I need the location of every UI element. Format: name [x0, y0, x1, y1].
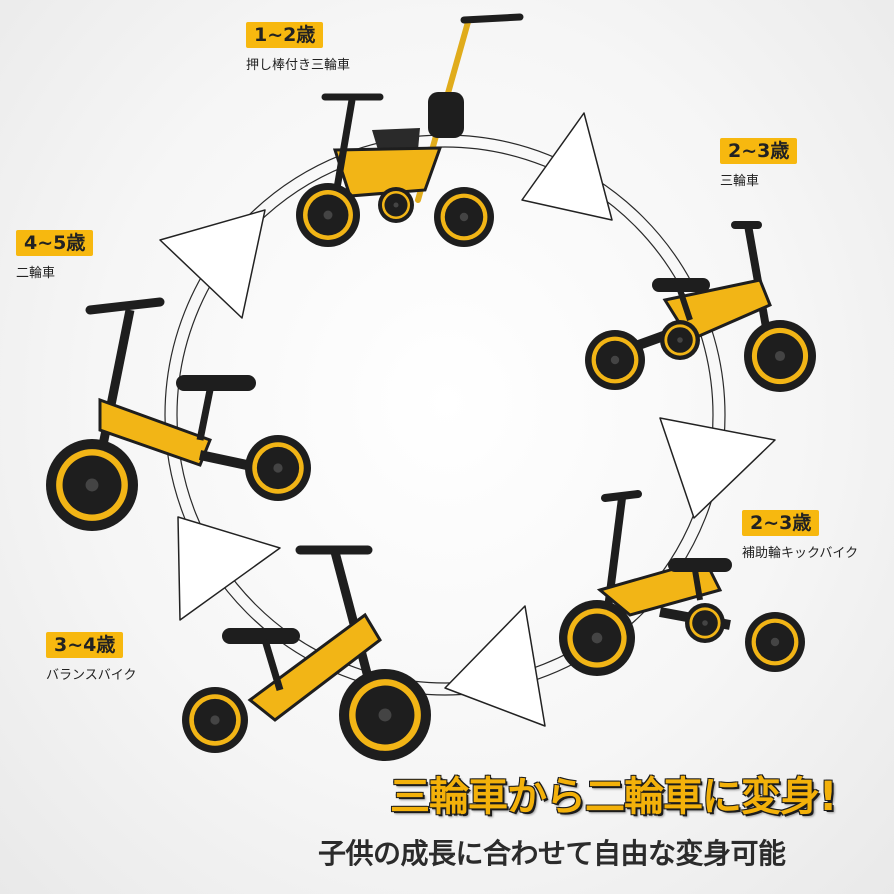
- age-badge: 2~3歳: [720, 138, 798, 164]
- age-badge: 1~2歳: [246, 22, 324, 48]
- age-badge: 3~4歳: [46, 632, 124, 658]
- stage-3-label: 2~3歳 補助輪キックバイク: [742, 510, 858, 561]
- stage-1-label: 1~2歳 押し棒付き三輪車: [246, 22, 350, 73]
- stage-4-label: 3~4歳 バランスバイク: [46, 632, 136, 683]
- tricycle-with-push-bar: [296, 13, 524, 247]
- stage-name: 押し棒付き三輪車: [246, 58, 351, 73]
- arrow-icon: [521, 112, 613, 221]
- arrow-icon: [444, 605, 546, 727]
- age-badge: 4~5歳: [16, 230, 94, 256]
- stage-5-label: 4~5歳 二輪車: [16, 230, 94, 281]
- balance-bike: [182, 545, 431, 761]
- age-badge: 2~3歳: [742, 510, 820, 536]
- arrow-icon: [177, 516, 281, 621]
- two-wheel-bicycle: [46, 297, 311, 531]
- kick-bike-with-training-wheels: [559, 490, 805, 676]
- cycle-arrows: [159, 112, 776, 727]
- tricycle: [585, 221, 816, 392]
- stage-2-label: 2~3歳 三輪車: [720, 138, 798, 189]
- stage-name: バランスバイク: [46, 668, 137, 683]
- stage-name: 補助輪キックバイク: [742, 546, 859, 561]
- arrow-icon: [659, 417, 776, 519]
- stage-name: 三輪車: [720, 174, 760, 189]
- stage-name: 二輪車: [16, 266, 56, 281]
- headline: 三輪車から二輪車に変身!: [390, 774, 837, 820]
- arrow-icon: [159, 209, 266, 319]
- subheadline: 子供の成長に合わせて自由な変身可能: [318, 837, 786, 870]
